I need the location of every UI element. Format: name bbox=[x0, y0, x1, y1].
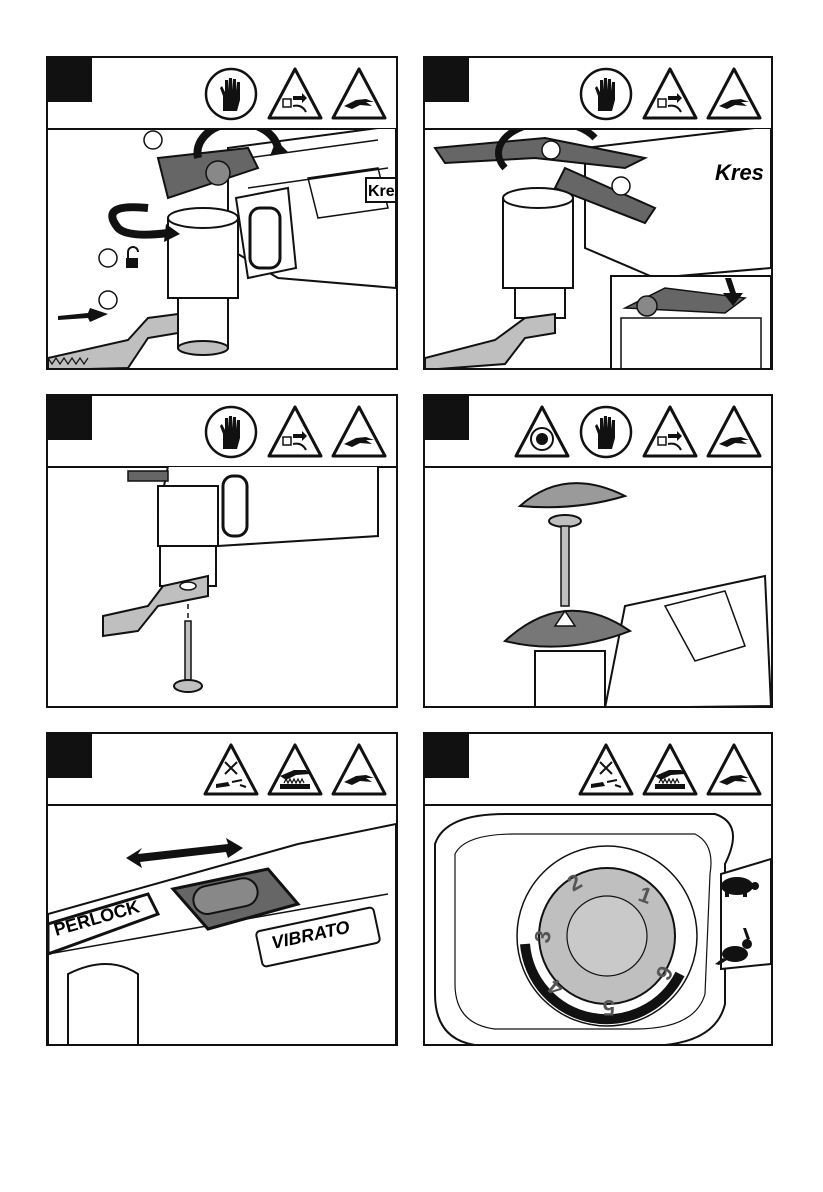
dial-number-5: 5 bbox=[603, 995, 615, 1020]
step-6-panel: 1 2 3 4 5 6 bbox=[423, 732, 773, 1046]
callout-circle-2 bbox=[612, 177, 630, 195]
tool-illustration: Kres bbox=[48, 128, 396, 370]
callout-circle-3 bbox=[99, 291, 117, 309]
lever-detail-inset bbox=[611, 276, 771, 370]
safety-icons bbox=[577, 742, 763, 798]
hand-warning-icon bbox=[705, 404, 763, 460]
callout-circle-1 bbox=[542, 141, 560, 159]
safety-icons bbox=[577, 66, 763, 122]
hand-warning-icon bbox=[705, 66, 763, 122]
step-2-panel: Kres bbox=[423, 56, 773, 370]
tool-illustration: Kres bbox=[425, 128, 771, 370]
hand-warning-icon bbox=[705, 742, 763, 798]
step-number-box bbox=[425, 396, 469, 440]
unplug-warning-icon bbox=[266, 404, 324, 460]
tool-illustration: PERLOCK VIBRATO bbox=[48, 804, 396, 1046]
panel-header bbox=[48, 58, 396, 130]
step-3-panel bbox=[46, 394, 398, 708]
safety-icons bbox=[202, 742, 388, 798]
unlock-icon bbox=[126, 247, 138, 268]
tool-illustration bbox=[425, 466, 771, 708]
panel-header bbox=[48, 734, 396, 806]
speed-dial-illustration: 1 2 3 4 5 6 bbox=[425, 804, 771, 1046]
panel-header bbox=[425, 734, 771, 806]
gloves-icon bbox=[202, 404, 260, 460]
panel-header bbox=[48, 396, 396, 468]
hot-surface-icon bbox=[641, 742, 699, 798]
step-number-box bbox=[48, 396, 92, 440]
hand-warning-icon bbox=[330, 742, 388, 798]
hot-surface-icon bbox=[266, 742, 324, 798]
unplug-warning-icon bbox=[641, 404, 699, 460]
no-water-icon bbox=[577, 742, 635, 798]
safety-icons bbox=[513, 404, 763, 460]
step-number-box bbox=[48, 734, 92, 778]
callout-circle-2 bbox=[99, 249, 117, 267]
hand-warning-icon bbox=[330, 66, 388, 122]
gloves-icon bbox=[202, 66, 260, 122]
step-number-box bbox=[425, 58, 469, 102]
unplug-warning-icon bbox=[266, 66, 324, 122]
brand-text: Kres bbox=[368, 183, 396, 200]
step-number-box bbox=[48, 58, 92, 102]
hand-warning-icon bbox=[330, 404, 388, 460]
tool-illustration bbox=[48, 466, 396, 708]
panel-header bbox=[425, 396, 771, 468]
sanding-pad-icon bbox=[513, 404, 571, 460]
gloves-icon bbox=[577, 404, 635, 460]
brand-text: Kres bbox=[715, 160, 764, 185]
step-5-panel: PERLOCK VIBRATO bbox=[46, 732, 398, 1046]
gloves-icon bbox=[577, 66, 635, 122]
no-water-icon bbox=[202, 742, 260, 798]
unplug-warning-icon bbox=[641, 66, 699, 122]
step-4-panel bbox=[423, 394, 773, 708]
insert-arrow bbox=[58, 308, 108, 322]
safety-icons bbox=[202, 66, 388, 122]
callout-circle-1 bbox=[144, 131, 162, 149]
safety-icons bbox=[202, 404, 388, 460]
step-number-box bbox=[425, 734, 469, 778]
panel-header bbox=[425, 58, 771, 130]
step-1-panel: Kres bbox=[46, 56, 398, 370]
